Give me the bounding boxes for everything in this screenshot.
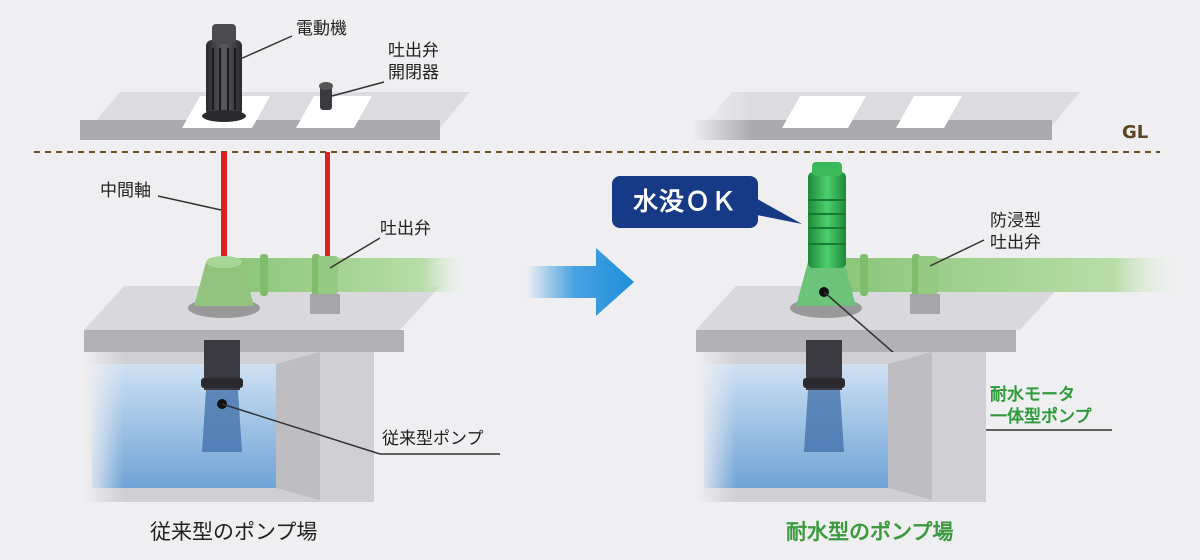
pump-head-top-left: [206, 256, 242, 268]
pit-right-fade: [696, 352, 736, 502]
caption-conventional: 従来型のポンプ場: [150, 520, 318, 544]
floor-slab-left: [84, 286, 440, 330]
discharge-pipe-left: [238, 258, 470, 292]
valve-support-right: [910, 294, 940, 314]
motor-body: [206, 40, 242, 116]
pump-head-left: [194, 262, 254, 306]
label-conventional-pump: 従来型ポンプ: [382, 429, 484, 449]
ground-slab-right-fade: [692, 90, 752, 142]
label-floodproof-valve-1: 防浸型: [990, 211, 1041, 231]
pump-collar-right: [803, 378, 845, 388]
label-valve-opener-2: 開閉器: [388, 63, 439, 83]
motor-cap: [212, 24, 236, 44]
leader-discharge-valve: [329, 237, 381, 269]
label-waterproof-pump-1: 耐水モータ: [990, 385, 1075, 405]
right-opening-1: [782, 96, 866, 128]
green-motor-bands: [808, 199, 846, 245]
intermediate-shaft: [221, 152, 227, 256]
motor-fins: [212, 48, 236, 110]
leader-conventional-pump: [221, 403, 381, 455]
floor-slab-right: [696, 286, 1060, 330]
label-ground-level: GL: [1122, 122, 1149, 143]
green-motor-cap: [812, 162, 842, 176]
pit-right-side: [888, 352, 932, 500]
bubble-tail: [752, 196, 802, 224]
motor-base: [202, 110, 246, 122]
label-intermediate-shaft: 中間軸: [100, 181, 151, 201]
leader-valve-opener: [331, 81, 385, 97]
valve-support-left: [310, 294, 340, 314]
transition-arrow: [526, 248, 634, 316]
pit-left-side: [276, 352, 320, 500]
pump-bowl-right: [804, 390, 844, 452]
pump-collar-left: [201, 378, 243, 388]
discharge-pipe-right: [842, 258, 1182, 292]
ground-slab-left-front: [80, 120, 440, 140]
right-opening-2: [896, 96, 962, 128]
discharge-valve-left: [318, 256, 338, 294]
ground-slab-right-front: [692, 120, 1052, 140]
valve-opener-opening: [296, 96, 372, 128]
leader-floodproof-valve: [929, 239, 985, 267]
valve-opener-body: [320, 84, 332, 110]
label-waterproof-pump-2: 一体型ポンプ: [990, 407, 1092, 427]
discharge-valve-right: [918, 256, 938, 294]
pump-bowl-left: [202, 390, 242, 452]
label-valve-opener-1: 吐出弁: [388, 41, 439, 61]
caption-waterproof: 耐水型のポンプ場: [786, 520, 954, 544]
floor-slab-right-front: [696, 330, 1016, 352]
pipe-flange-r1: [860, 254, 868, 296]
pipe-flange-1: [260, 254, 268, 296]
label-floodproof-valve-2: 吐出弁: [990, 233, 1041, 253]
valve-opener-top: [319, 82, 333, 90]
green-motor-body: [808, 172, 846, 268]
leader-motor: [237, 35, 293, 61]
pit-left-fade: [84, 352, 124, 502]
leader-intermediate-shaft: [157, 195, 222, 211]
submersion-ok-bubble: 水没ＯＫ: [612, 176, 758, 228]
label-discharge-valve: 吐出弁: [380, 219, 431, 239]
valve-shaft: [325, 152, 330, 256]
pump-head-right: [796, 262, 856, 306]
floor-slab-left-front: [84, 330, 404, 352]
label-motor: 電動機: [296, 19, 347, 39]
